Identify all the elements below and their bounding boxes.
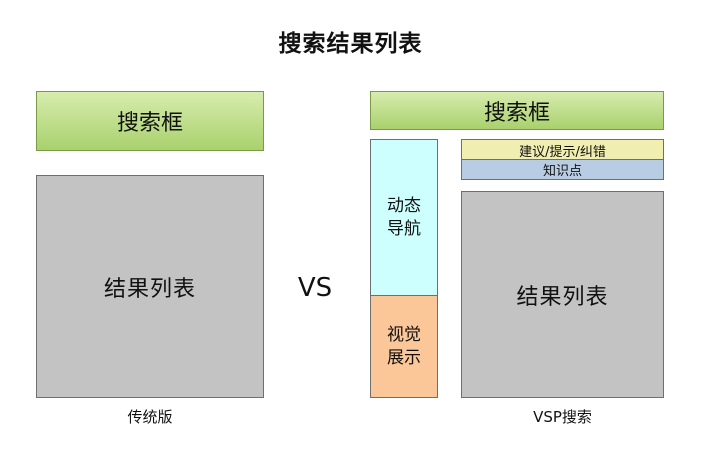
- knowledge-bar: 知识点: [461, 159, 664, 180]
- traditional-caption: 传统版: [127, 407, 173, 426]
- knowledge-label: 知识点: [542, 164, 582, 179]
- vsp-search-box: 搜索框: [370, 91, 664, 130]
- visual-display-line-1: 视觉: [387, 324, 421, 345]
- vsp-caption: VSP搜索: [533, 407, 592, 426]
- dynamic-nav-line-1: 动态: [387, 195, 421, 216]
- traditional-search-box: 搜索框: [36, 91, 264, 151]
- traditional-results-label: 结果列表: [103, 276, 196, 302]
- vsp-search-box-label: 搜索框: [483, 100, 550, 126]
- suggestions-label: 建议/提示/纠错: [519, 144, 606, 160]
- vsp-results-list: 结果列表: [461, 191, 664, 398]
- diagram-title: 搜索结果列表: [278, 31, 423, 57]
- suggestions-bar: 建议/提示/纠错: [461, 139, 664, 160]
- versus-label: VS: [297, 273, 333, 303]
- vsp-results-label: 结果列表: [516, 284, 609, 310]
- visual-display-line-2: 展示: [387, 347, 421, 368]
- traditional-results-list: 结果列表: [36, 175, 264, 398]
- traditional-search-box-label: 搜索框: [116, 111, 183, 136]
- dynamic-nav-panel: 动态 导航: [370, 139, 438, 296]
- visual-display-panel: 视觉 展示: [370, 295, 438, 398]
- dynamic-nav-line-2: 导航: [387, 218, 421, 239]
